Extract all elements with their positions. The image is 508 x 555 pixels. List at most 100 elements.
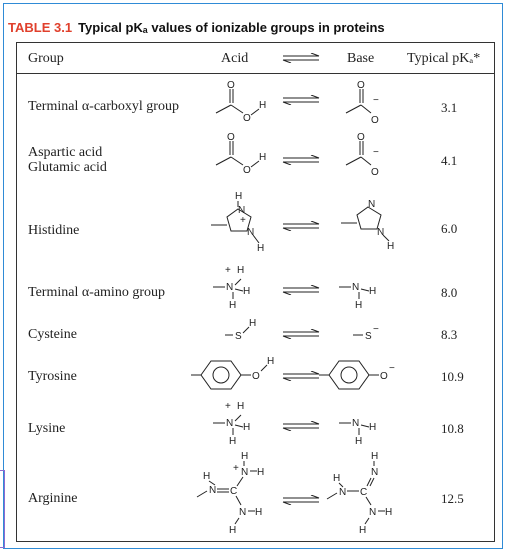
svg-text:−: − — [373, 147, 379, 158]
svg-text:H: H — [371, 451, 378, 462]
equilibrium-arrows-icon — [282, 95, 320, 105]
svg-text:H: H — [235, 191, 242, 202]
equilibrium-arrows-icon — [282, 285, 320, 295]
svg-text:N: N — [239, 507, 246, 518]
pka-value: 10.9 — [441, 369, 464, 384]
equilibrium-arrows-icon — [282, 371, 320, 381]
svg-text:H: H — [237, 265, 244, 276]
svg-text:N: N — [226, 282, 233, 293]
header-base: Base — [347, 51, 375, 66]
svg-text:S: S — [365, 331, 372, 342]
pka-value: 10.8 — [441, 421, 464, 436]
amine-base-structure-icon: N H H — [339, 282, 376, 311]
group-name: Arginine — [28, 491, 78, 506]
svg-text:O: O — [243, 113, 251, 124]
svg-text:C: C — [360, 487, 367, 498]
equilibrium-arrows-icon — [282, 421, 320, 431]
svg-text:−: − — [373, 324, 379, 335]
group-name: Histidine — [28, 223, 80, 238]
svg-text:H: H — [243, 422, 250, 433]
svg-text:H: H — [267, 356, 274, 367]
thiolate-base-structure-icon: S− — [353, 324, 379, 342]
svg-text:H: H — [203, 471, 210, 482]
svg-text:H: H — [355, 300, 362, 311]
group-name: Cysteine — [28, 327, 77, 342]
table-header: Group Acid Base Typical pKₐ* — [17, 43, 494, 74]
table-title: Typical pKₐ values of ionizable groups i… — [78, 20, 385, 35]
svg-text:N: N — [226, 418, 233, 429]
header-acid: Acid — [221, 51, 249, 66]
group-name: Terminal α-carboxyl group — [28, 99, 179, 114]
equilibrium-arrows-icon — [282, 221, 320, 231]
amine-base-structure-icon: N H H — [339, 418, 376, 447]
svg-text:N: N — [339, 487, 346, 498]
imidazolium-acid-structure-icon: H N+N H — [211, 191, 264, 253]
svg-text:H: H — [255, 507, 262, 518]
group-name: Terminal α-amino group — [28, 285, 165, 300]
svg-text:H: H — [229, 525, 236, 536]
svg-text:N: N — [368, 199, 375, 210]
thiol-acid-structure-icon: S H — [225, 318, 256, 342]
svg-text:O: O — [371, 167, 379, 178]
svg-text:H: H — [259, 152, 266, 163]
svg-text:H: H — [229, 300, 236, 311]
svg-text:N: N — [238, 205, 245, 216]
svg-text:H: H — [243, 286, 250, 297]
pka-value: 8.3 — [441, 327, 458, 342]
ammonium-acid-structure-icon: + H N H H — [213, 265, 250, 311]
svg-text:O: O — [371, 115, 379, 126]
equilibrium-arrows-icon — [282, 53, 320, 63]
svg-text:H: H — [369, 286, 376, 297]
svg-text:N: N — [371, 467, 378, 478]
equilibrium-arrows-icon — [282, 329, 320, 339]
svg-text:H: H — [237, 401, 244, 412]
group-name: Tyrosine — [28, 369, 77, 384]
phenol-acid-structure-icon: O H — [191, 356, 274, 390]
svg-text:N: N — [241, 467, 248, 478]
ammonium-acid-structure-icon: + H N H H — [213, 401, 250, 447]
table-number: TABLE 3.1 — [8, 20, 73, 35]
svg-text:−: − — [389, 363, 395, 374]
equilibrium-arrows-icon — [282, 155, 320, 165]
svg-text:O: O — [357, 81, 365, 91]
carboxyl-acid-structure-icon: OOH — [215, 133, 266, 176]
svg-text:H: H — [229, 436, 236, 447]
pka-value: 3.1 — [441, 100, 458, 115]
pka-value: 8.0 — [441, 285, 458, 300]
svg-text:O: O — [227, 81, 235, 91]
svg-text:+: + — [240, 215, 246, 226]
svg-text:H: H — [333, 473, 340, 484]
group-name: Aspartic acid — [28, 145, 103, 160]
group-name: Lysine — [28, 421, 66, 436]
svg-text:O: O — [227, 133, 235, 143]
svg-text:+: + — [233, 463, 239, 474]
equilibrium-arrows-icon — [282, 495, 320, 505]
svg-text:H: H — [241, 451, 248, 462]
svg-text:H: H — [355, 436, 362, 447]
svg-text:N: N — [377, 227, 384, 238]
svg-text:O: O — [243, 165, 251, 176]
svg-text:N: N — [209, 485, 216, 496]
svg-text:H: H — [369, 422, 376, 433]
group-name-secondary: Glutamic acid — [28, 160, 107, 175]
svg-text:O: O — [357, 133, 365, 143]
svg-text:H: H — [257, 243, 264, 253]
svg-text:H: H — [257, 467, 264, 478]
svg-text:N: N — [369, 507, 376, 518]
svg-text:+: + — [225, 401, 231, 412]
table-caption: TABLE 3.1 Typical pKₐ values of ionizable… — [8, 20, 385, 35]
svg-text:S: S — [235, 331, 242, 342]
svg-text:O: O — [252, 371, 260, 382]
pka-table: Group Acid Base Typical pKₐ* Terminal α-… — [16, 42, 495, 542]
svg-text:−: − — [373, 95, 379, 106]
pka-value: 6.0 — [441, 221, 458, 236]
svg-text:O: O — [380, 371, 388, 382]
pka-value: 12.5 — [441, 491, 464, 506]
svg-text:H: H — [259, 100, 266, 111]
svg-text:C: C — [230, 486, 237, 497]
svg-text:+: + — [225, 265, 231, 276]
svg-text:H: H — [249, 318, 256, 329]
pka-value: 4.1 — [441, 153, 458, 168]
svg-text:N: N — [352, 418, 359, 429]
